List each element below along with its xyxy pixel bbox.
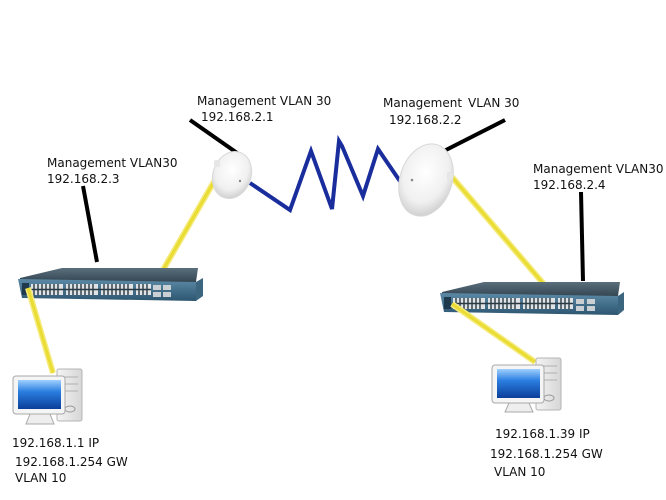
ethernet-link-switchL-pcL (25, 287, 56, 374)
switch-left-ports (31, 284, 171, 297)
pc-left-vlan: VLAN 10 (15, 471, 67, 485)
pc-right-gw: 192.168.1.254 GW (490, 447, 603, 461)
pc-left-gw: 192.168.1.254 GW (15, 455, 128, 469)
switch-left-label-line1: Management VLAN30 (47, 156, 178, 170)
switch-right-label-line1: Management VLAN30 (533, 162, 664, 176)
pc-right-vlan: VLAN 10 (494, 465, 546, 479)
radio-right-label-ip: 192.168.2.2 (389, 113, 462, 127)
switch-left (18, 268, 203, 301)
leader-radio-left (188, 118, 242, 157)
ethernet-link-switchR-pcR (450, 301, 537, 365)
wireless-link (248, 134, 408, 214)
radio-right-dish-icon (398, 143, 454, 217)
switch-right-ports (453, 298, 595, 311)
radio-left-dish-icon (211, 151, 253, 199)
radio-right-label-vlan: VLAN 30 (468, 96, 520, 110)
pc-right-icon (491, 357, 562, 413)
pc-left-ip: 192.168.1.1 IP (12, 436, 100, 450)
switch-right (440, 282, 624, 315)
pc-left-icon (12, 368, 83, 425)
leader-radio-right (441, 118, 506, 154)
radio-left-label-line1: Management VLAN 30 (197, 94, 332, 108)
leader-switch-right (579, 191, 585, 282)
leader-switch-left (81, 185, 99, 263)
pc-right-ip: 192.168.1.39 IP (495, 427, 590, 441)
radio-right-label-mgmt: Management (383, 96, 463, 110)
radio-left-label-ip: 192.168.2.1 (201, 110, 274, 124)
switch-right-label-ip: 192.168.2.4 (533, 178, 606, 192)
switch-left-label-ip: 192.168.2.3 (47, 172, 120, 186)
